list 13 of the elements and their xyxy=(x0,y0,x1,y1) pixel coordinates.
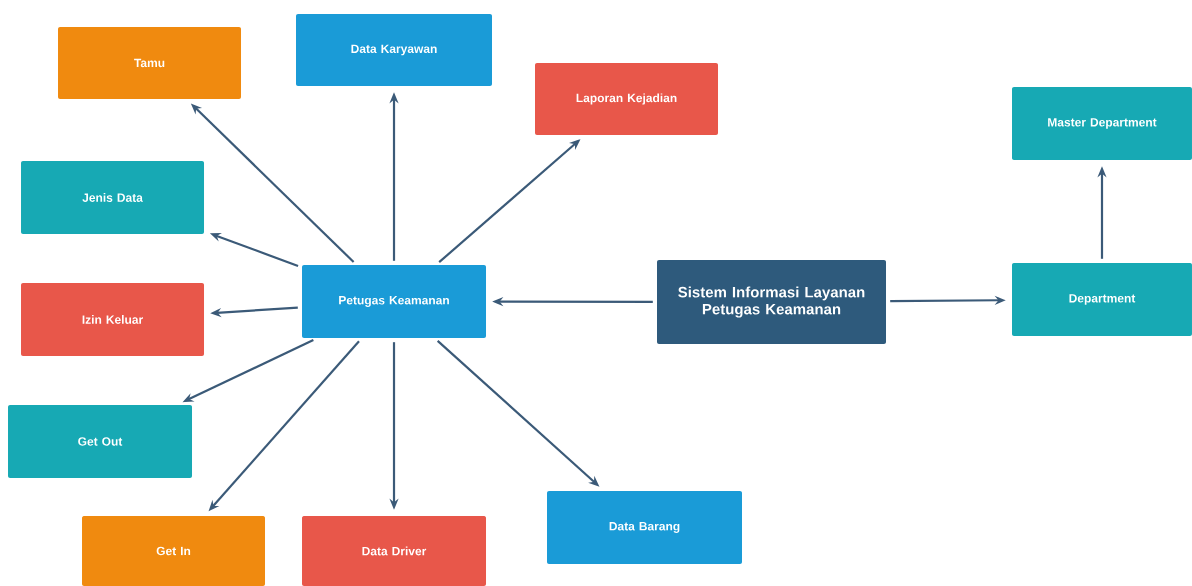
process-box: Sistem Informasi Layanan Petugas Keamanan xyxy=(657,260,886,344)
process-box: Tamu xyxy=(58,27,241,99)
process-box: Izin Keluar xyxy=(21,283,204,356)
process-box: Jenis Data xyxy=(21,161,204,234)
process-box: Department xyxy=(1012,263,1192,336)
process-box: Laporan Kejadian xyxy=(535,63,718,135)
process-box: Data Karyawan xyxy=(296,14,492,86)
process-box: Data Driver xyxy=(302,516,486,586)
process-box: Master Department xyxy=(1012,87,1192,160)
process-box: Petugas Keamanan xyxy=(302,265,486,338)
process-box: Get In xyxy=(82,516,265,586)
process-box: Data Barang xyxy=(547,491,742,564)
process-box: Get Out xyxy=(8,405,192,478)
